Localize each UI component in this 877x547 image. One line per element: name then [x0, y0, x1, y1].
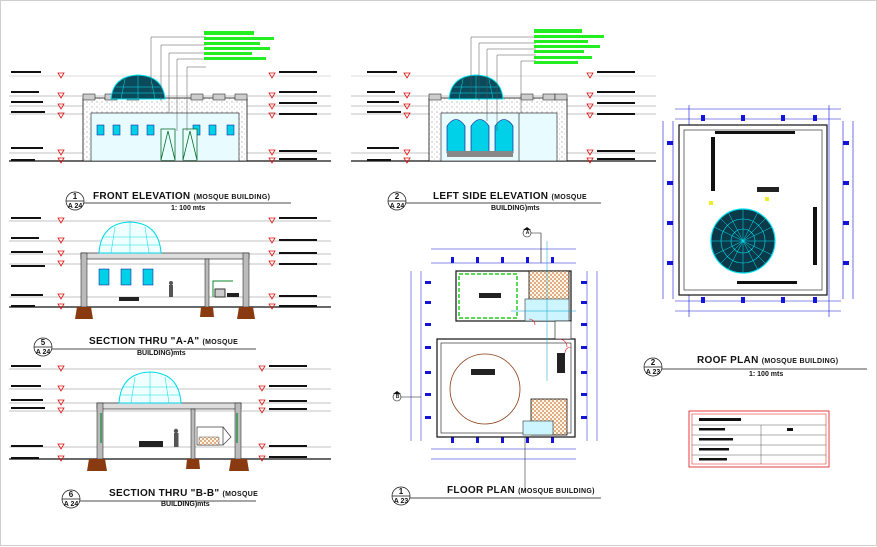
front-elevation-scale: 1: 100 mts — [171, 205, 206, 212]
section-aa-drawing — [9, 217, 331, 319]
front-elevation-title: FRONT ELEVATION (MOSQUE BUILDING) — [93, 191, 271, 202]
section-marker-a: A — [525, 230, 530, 236]
floor-plan-number: 1 — [398, 487, 404, 496]
left-elevation-subtitle: BUILDING)mts — [491, 205, 540, 212]
floor-plan-title: FLOOR PLAN (MOSQUE BUILDING) — [447, 485, 595, 496]
roof-plan-number: 2 — [650, 358, 656, 367]
front-elevation-sheet: A 24 — [67, 203, 83, 210]
section-aa-number: 5 — [40, 338, 46, 347]
section-bb-drawing — [9, 365, 331, 471]
left-elevation-sheet: A 24 — [389, 203, 405, 210]
section-bb-sheet: A 24 — [63, 501, 79, 508]
title-bubbles — [33, 191, 867, 509]
title-block-table — [688, 410, 830, 468]
left-elevation-title: LEFT SIDE ELEVATION (MOSQUE — [433, 191, 587, 202]
roof-plan-drawing — [662, 105, 854, 317]
section-aa-title: SECTION THRU "A-A" (MOSQUE — [89, 336, 239, 347]
section-aa-sheet: A 24 — [35, 349, 51, 356]
section-bb-subtitle: BUILDING)mts — [161, 501, 210, 508]
section-bb-number: 6 — [68, 490, 74, 499]
roof-plan-sheet: A 23 — [645, 369, 661, 376]
left-elevation-number: 2 — [394, 192, 400, 201]
roof-plan-scale: 1: 100 mts — [749, 371, 784, 378]
front-elevation-number: 1 — [72, 192, 78, 201]
section-bb-title: SECTION THRU "B-B" (MOSQUE — [109, 488, 259, 499]
front-elevation-drawing — [9, 31, 331, 164]
section-aa-subtitle: BUILDING)mts — [137, 350, 186, 357]
floor-plan-drawing — [392, 227, 598, 491]
left-side-elevation-drawing — [351, 29, 656, 164]
section-marker-b: B — [395, 394, 400, 400]
floor-plan-sheet: A 23 — [393, 498, 409, 505]
roof-plan-title: ROOF PLAN (MOSQUE BUILDING) — [697, 355, 839, 366]
